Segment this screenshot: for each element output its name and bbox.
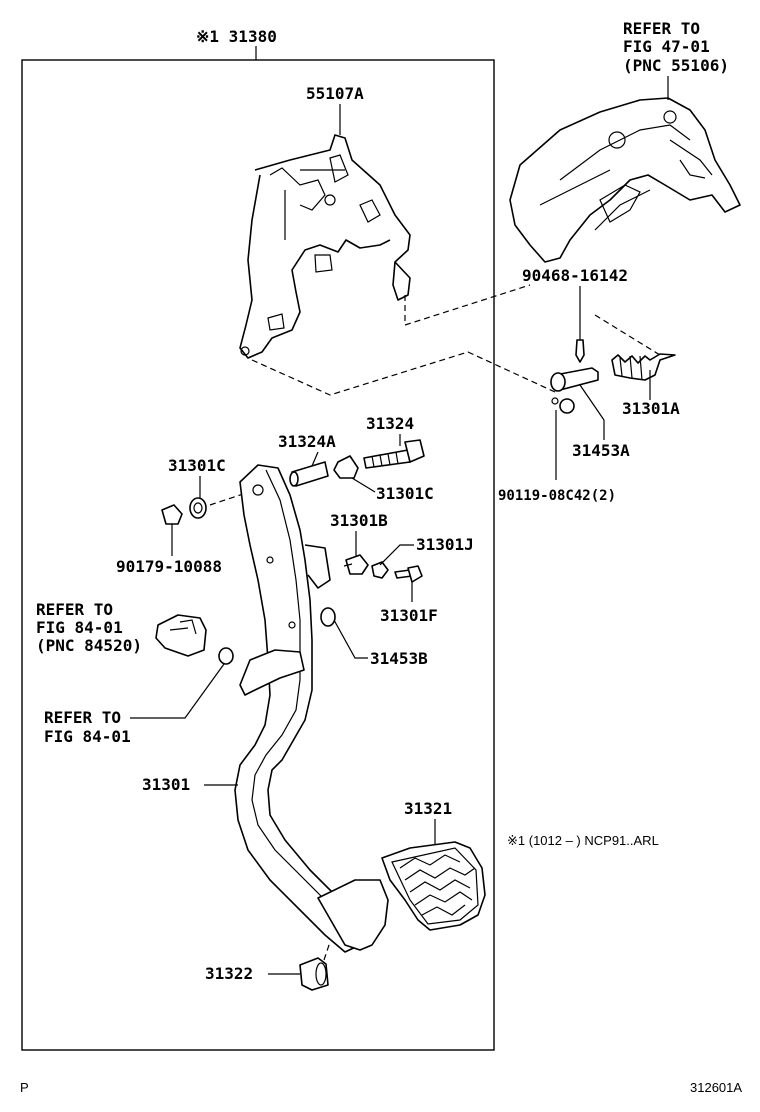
- pivot-parts: 31324A 31324 31301C: [278, 414, 434, 503]
- label-55107a: 55107A: [306, 84, 364, 103]
- bracket-55107a: 55107A: [239, 84, 411, 359]
- refer-left2-line2: FIG 84-01: [44, 727, 131, 746]
- stop-lamp-switch: REFER TO FIG 84-01 (PNC 84520) REFER TO …: [36, 600, 234, 746]
- label-31324a: 31324A: [278, 432, 336, 451]
- label-31453b: 31453B: [370, 649, 428, 668]
- diagram-id: 312601A: [690, 1080, 742, 1095]
- label-90119: 90119-08C42(2): [498, 488, 616, 504]
- assembly-lines: [209, 284, 661, 961]
- refer-left2-line1: REFER TO: [44, 708, 121, 727]
- cushion-31322: 31322: [205, 957, 329, 991]
- corner-left-code: P: [20, 1080, 29, 1095]
- assembly-frame: ※1 31380: [21, 27, 495, 1051]
- pin-31453b: 31453B: [320, 607, 428, 668]
- label-31324: 31324: [366, 414, 414, 433]
- variant-note: ※1 (1012 – ) NCP91..ARL: [507, 833, 659, 848]
- label-31301b: 31301B: [330, 511, 388, 530]
- refer-left-line1: REFER TO: [36, 600, 113, 619]
- label-31301c-right: 31301C: [376, 484, 434, 503]
- bracket-55106: REFER TO FIG 47-01 (PNC 55106): [509, 19, 741, 263]
- label-31301j: 31301J: [416, 535, 474, 554]
- refer-top-line3: (PNC 55106): [623, 56, 729, 75]
- stopper-parts: 31301B 31301J 31301F: [330, 511, 474, 625]
- spring-assembly: 90468-16142 31301A 31453A 90119-08C42(2): [498, 266, 680, 504]
- label-31321: 31321: [404, 799, 452, 818]
- label-31301f: 31301F: [380, 606, 438, 625]
- refer-top-line1: REFER TO: [623, 19, 700, 38]
- label-31322: 31322: [205, 964, 253, 983]
- refer-left-line3: (PNC 84520): [36, 636, 142, 655]
- label-31301a: 31301A: [622, 399, 680, 418]
- bushing-left: 31301C 90179-10088: [116, 456, 226, 576]
- pedal-pad-31321: 31321: [381, 799, 486, 931]
- pedal-arm-31301: 31301: [142, 464, 389, 953]
- label-90179: 90179-10088: [116, 557, 222, 576]
- label-90468: 90468-16142: [522, 266, 628, 285]
- label-31453a: 31453A: [572, 441, 630, 460]
- frame-label: ※1 31380: [196, 27, 277, 46]
- refer-top-line2: FIG 47-01: [623, 37, 710, 56]
- label-31301c-top: 31301C: [168, 456, 226, 475]
- refer-left-line2: FIG 84-01: [36, 618, 123, 637]
- label-31301: 31301: [142, 775, 190, 794]
